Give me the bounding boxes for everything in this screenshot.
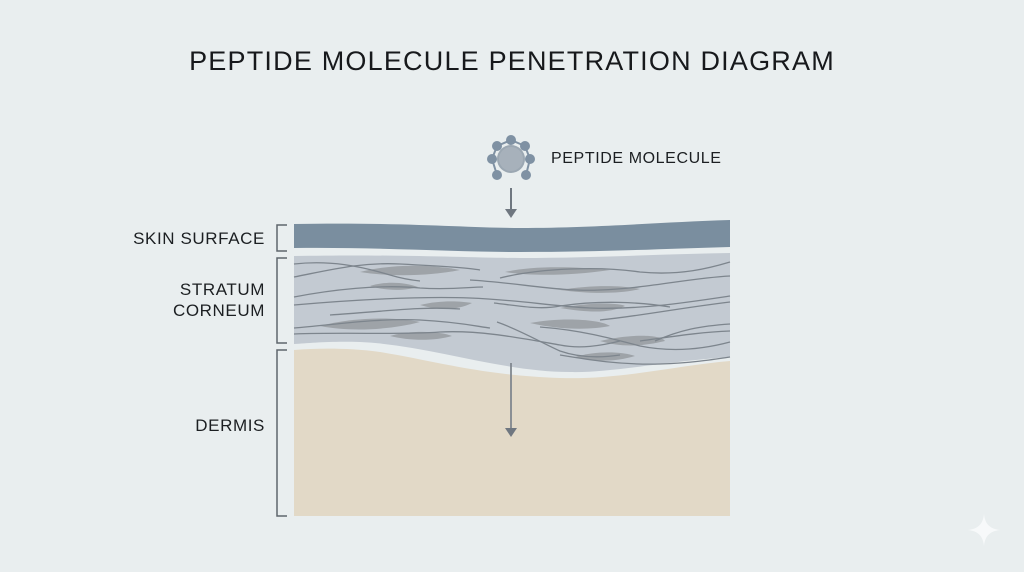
- diagram-title: PEPTIDE MOLECULE PENETRATION DIAGRAM: [189, 46, 835, 76]
- bracket-skin-surface: [276, 224, 287, 252]
- sparkle-icon: [968, 514, 1000, 546]
- label-stratum-line2: CORNEUM: [172, 301, 265, 320]
- bracket-stratum-corneum: [276, 257, 287, 344]
- penetration-arrow-top: [505, 188, 517, 218]
- lipid-lines: [293, 261, 731, 365]
- layer-brackets: [276, 224, 287, 517]
- peptide-molecule-label: PEPTIDE MOLECULE: [551, 150, 722, 167]
- label-skin-surface: SKIN SURFACE: [133, 229, 265, 248]
- peptide-molecule-icon: [487, 135, 535, 180]
- bracket-dermis: [276, 349, 287, 517]
- label-dermis: DERMIS: [195, 416, 265, 435]
- label-stratum-corneum: STRATUM CORNEUM: [110, 279, 265, 321]
- skin-surface-layer: [294, 220, 730, 252]
- penetration-arrow-dermis: [505, 363, 517, 437]
- label-stratum-line1: STRATUM: [179, 280, 265, 299]
